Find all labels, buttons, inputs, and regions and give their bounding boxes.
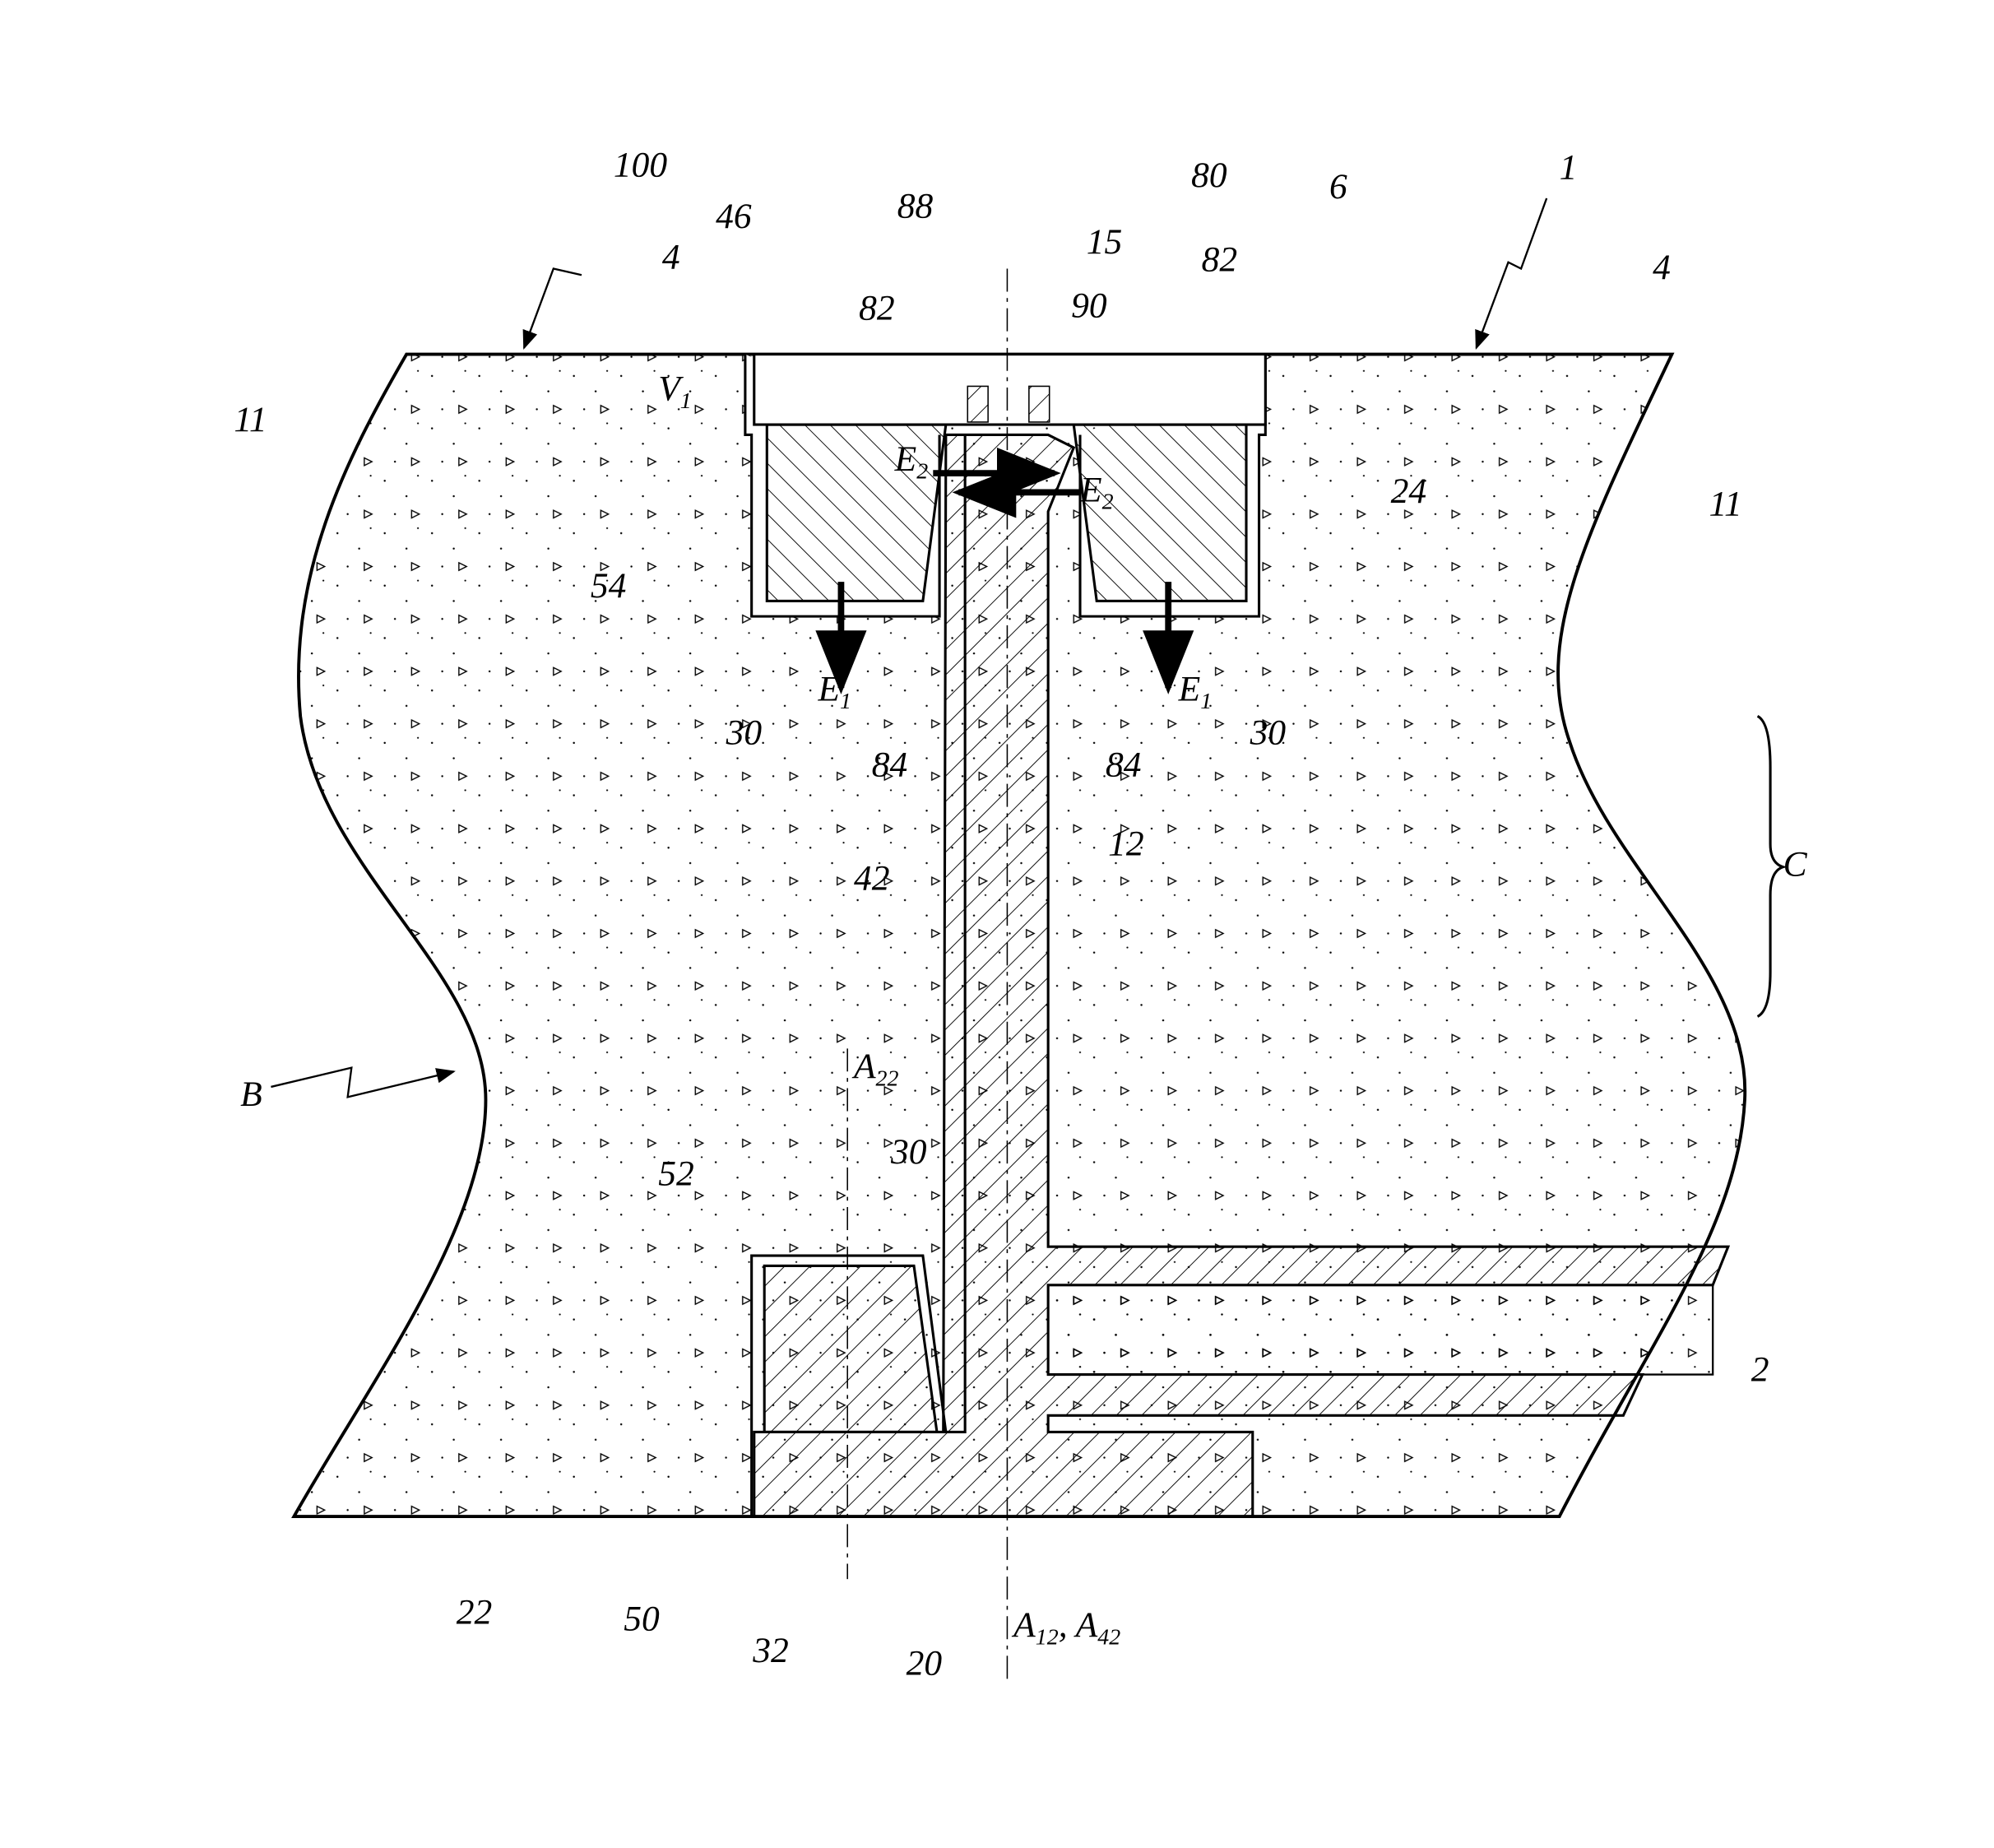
cover-plate-80 — [753, 353, 1267, 426]
label-C: C — [1783, 845, 1808, 885]
label-30-lower: 30 — [890, 1132, 927, 1172]
brace-C — [1756, 714, 1788, 1018]
label-42: 42 — [854, 859, 890, 898]
seal-88 — [967, 385, 989, 423]
label-100: 100 — [614, 146, 668, 185]
block-lower-22 — [763, 1264, 939, 1434]
leader-100 — [522, 267, 582, 351]
label-6: 6 — [1329, 167, 1347, 207]
label-E2-upper: E2 — [894, 439, 929, 484]
label-84-left: 84 — [872, 745, 908, 784]
label-E1-right: E1 — [1178, 670, 1213, 714]
label-E2-lower: E2 — [1079, 470, 1114, 514]
label-11-left: 11 — [234, 400, 267, 439]
block-right-82 — [1072, 423, 1248, 603]
label-84-right: 84 — [1106, 745, 1142, 784]
label-22: 22 — [457, 1593, 493, 1632]
label-50: 50 — [624, 1599, 660, 1638]
label-82-left: 82 — [859, 289, 895, 328]
block-left-82 — [765, 423, 948, 603]
label-90: 90 — [1071, 286, 1107, 326]
label-1: 1 — [1560, 148, 1578, 188]
label-52: 52 — [658, 1154, 694, 1194]
label-82-right: 82 — [1202, 240, 1238, 280]
label-E1-left: E1 — [817, 670, 851, 714]
label-30-left: 30 — [726, 713, 763, 753]
label-80: 80 — [1191, 156, 1227, 195]
label-4-right: 4 — [1653, 248, 1671, 287]
label-B: B — [240, 1075, 262, 1114]
seal-90 — [1028, 385, 1050, 423]
label-A22: A22 — [851, 1047, 899, 1091]
label-2: 2 — [1751, 1349, 1769, 1389]
reference-labels: 100 46 4 88 15 80 6 1 4 82 90 82 V1 11 1… — [234, 146, 1807, 1683]
leader-B — [271, 1066, 456, 1098]
label-24: 24 — [1391, 471, 1426, 511]
label-4-left: 4 — [662, 237, 680, 276]
channel-2 — [1046, 1284, 1714, 1376]
label-A12-A42: A12, A42 — [1011, 1605, 1120, 1650]
label-32: 32 — [752, 1631, 789, 1670]
label-15: 15 — [1087, 222, 1123, 262]
rail-web-12 — [753, 433, 1731, 1518]
label-20: 20 — [907, 1644, 943, 1683]
label-54: 54 — [591, 566, 627, 606]
label-V1: V1 — [658, 369, 692, 414]
recess-lower — [750, 1254, 948, 1517]
label-88: 88 — [897, 186, 934, 225]
label-46: 46 — [716, 197, 752, 236]
leader-1 — [1475, 197, 1548, 351]
label-12: 12 — [1108, 824, 1144, 864]
label-11-right: 11 — [1709, 484, 1741, 523]
label-30-right: 30 — [1250, 713, 1287, 753]
